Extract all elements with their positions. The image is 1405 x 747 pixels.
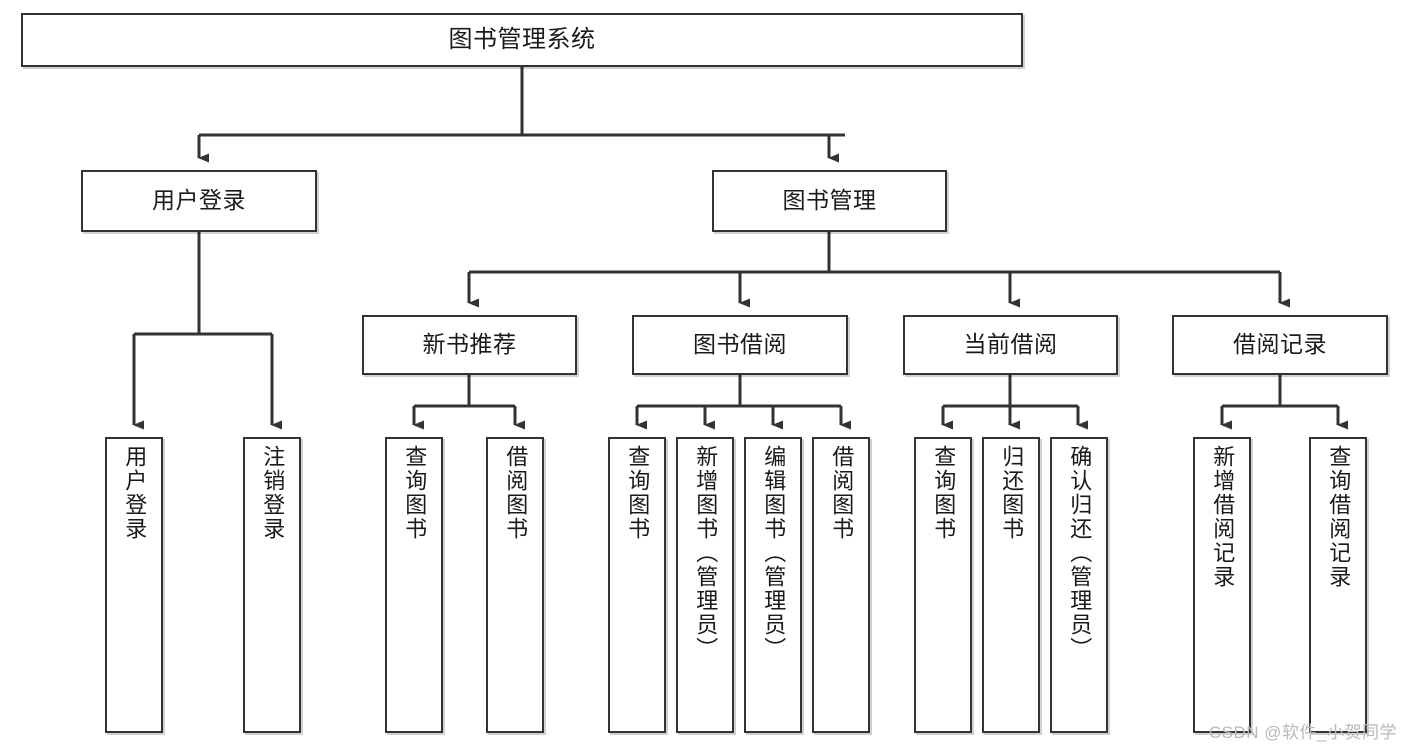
node-leaf-borrow-book-recommend[interactable]: 借阅图书	[486, 437, 544, 733]
node-label: 用户登录	[152, 187, 246, 214]
node-borrow-record[interactable]: 借阅记录	[1172, 315, 1388, 375]
node-leaf-confirm-return-admin[interactable]: 确认归还（管理员）	[1050, 437, 1108, 733]
node-leaf-add-book-admin[interactable]: 新增图书（管理员）	[676, 437, 734, 733]
node-label: 借阅图书	[503, 445, 529, 541]
node-label: 编辑图书（管理员）	[761, 445, 787, 661]
node-leaf-user-login[interactable]: 用户登录	[105, 437, 163, 733]
node-label: 注销登录	[260, 445, 286, 541]
node-label: 查询借阅记录	[1326, 445, 1352, 589]
node-leaf-return-book[interactable]: 归还图书	[982, 437, 1040, 733]
node-label: 用户登录	[122, 445, 148, 541]
node-leaf-borrow-book[interactable]: 借阅图书	[812, 437, 870, 733]
node-label: 查询图书	[931, 445, 957, 541]
node-leaf-add-borrow-record[interactable]: 新增借阅记录	[1193, 437, 1251, 733]
node-user-login[interactable]: 用户登录	[81, 170, 317, 232]
node-label: 图书管理	[782, 187, 877, 214]
node-label: 借阅记录	[1233, 331, 1327, 358]
node-book-borrow[interactable]: 图书借阅	[632, 315, 848, 375]
node-label: 图书管理系统	[448, 25, 596, 53]
node-leaf-query-book-recommend[interactable]: 查询图书	[385, 437, 443, 733]
node-new-book-recommend[interactable]: 新书推荐	[362, 315, 577, 375]
watermark: CSDN @软件_小贺同学	[1208, 723, 1397, 742]
node-label: 借阅图书	[829, 445, 855, 541]
node-label: 图书借阅	[693, 331, 787, 358]
node-root-book-management-system[interactable]: 图书管理系统	[21, 13, 1023, 67]
node-label: 当前借阅	[963, 331, 1058, 358]
node-label: 查询图书	[402, 445, 428, 541]
node-leaf-query-book-current[interactable]: 查询图书	[914, 437, 972, 733]
node-label: 确认归还（管理员）	[1067, 445, 1093, 661]
node-leaf-query-book-borrow[interactable]: 查询图书	[608, 437, 666, 733]
node-leaf-logout[interactable]: 注销登录	[243, 437, 301, 733]
node-label: 新书推荐	[422, 331, 517, 358]
node-current-borrow[interactable]: 当前借阅	[903, 315, 1118, 375]
node-label: 新增图书（管理员）	[693, 445, 719, 661]
node-leaf-query-borrow-record[interactable]: 查询借阅记录	[1309, 437, 1367, 733]
node-leaf-edit-book-admin[interactable]: 编辑图书（管理员）	[744, 437, 802, 733]
node-label: 新增借阅记录	[1210, 445, 1236, 589]
node-label: 查询图书	[625, 445, 651, 541]
node-book-management[interactable]: 图书管理	[712, 170, 947, 232]
node-label: 归还图书	[999, 445, 1025, 541]
